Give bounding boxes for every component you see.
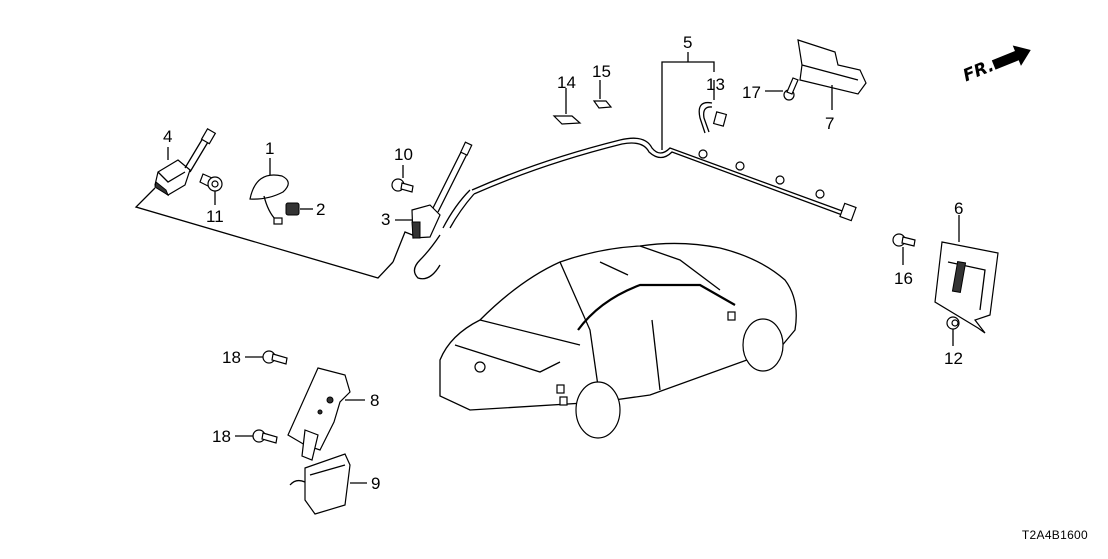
part-2-nut xyxy=(285,202,300,216)
part-13-clip xyxy=(698,101,728,134)
callout-10: 10 xyxy=(394,145,413,164)
part-14-pad xyxy=(552,115,582,125)
callout-1: 1 xyxy=(265,139,275,158)
group-bracket-line xyxy=(134,187,394,279)
part-17-bolt xyxy=(783,77,799,101)
callout-6: 6 xyxy=(954,199,964,218)
vehicle-outline xyxy=(439,242,797,439)
part-5-feeder-cable xyxy=(471,137,857,222)
front-arrow-icon xyxy=(992,45,1032,70)
part-3-amplifier xyxy=(411,141,475,280)
part-9-control-unit xyxy=(289,453,351,515)
part-18-bolt-upper xyxy=(262,350,288,365)
callout-5: 5 xyxy=(683,33,693,52)
part-10-bolt xyxy=(391,178,414,193)
callout-18-upper: 18 xyxy=(222,348,241,367)
cable-clips xyxy=(698,149,825,199)
part-11-bolt xyxy=(199,173,223,192)
callout-2: 2 xyxy=(316,200,326,219)
group-bracket-line-3 xyxy=(392,231,416,263)
callout-8: 8 xyxy=(370,391,380,410)
part-18-bolt-lower xyxy=(252,429,278,444)
part-1-antenna-base xyxy=(249,174,289,225)
callout-16: 16 xyxy=(894,269,913,288)
part-4-antenna-module xyxy=(154,127,217,197)
part-7-antenna-unit xyxy=(797,39,867,95)
callout-7: 7 xyxy=(825,114,835,133)
part-8-bracket xyxy=(287,367,351,461)
callout-11: 11 xyxy=(206,207,224,226)
callout-4: 4 xyxy=(163,127,173,146)
callout-9: 9 xyxy=(371,474,381,493)
callout-14: 14 xyxy=(557,73,576,92)
part-12-nut xyxy=(946,316,960,330)
part-6-audio-unit xyxy=(934,241,999,334)
front-direction-indicator: FR. xyxy=(960,39,1036,87)
diagram-code: T2A4B1600 xyxy=(1021,528,1088,542)
part-16-bolt xyxy=(892,233,916,247)
callout-12: 12 xyxy=(944,349,963,368)
part-15-pad xyxy=(592,100,613,109)
callout-18-lower: 18 xyxy=(212,427,231,446)
callout-3: 3 xyxy=(381,210,391,229)
callout-17: 17 xyxy=(742,83,761,102)
callout-15: 15 xyxy=(592,62,611,81)
callout-13: 13 xyxy=(706,75,725,94)
